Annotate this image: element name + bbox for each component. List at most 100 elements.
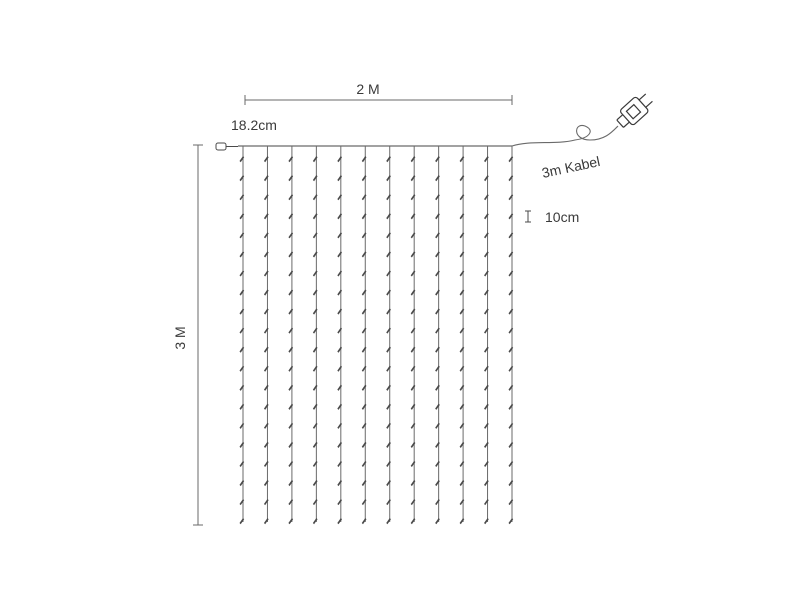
bulb (239, 384, 245, 391)
bulb (239, 308, 245, 315)
bulb (484, 270, 489, 277)
bulb (361, 327, 367, 334)
bulb (239, 251, 245, 258)
bulb (239, 498, 245, 506)
bulb (312, 270, 318, 277)
bulb (361, 175, 367, 182)
bulb (239, 232, 245, 239)
bulb (459, 498, 465, 506)
bulb (263, 422, 269, 429)
bulb (288, 422, 294, 429)
bulb (508, 441, 514, 448)
bulb (312, 403, 318, 410)
bulb (386, 346, 391, 353)
bulb (484, 289, 489, 296)
bulb (312, 384, 318, 391)
bulb (435, 479, 440, 487)
bulb (508, 479, 514, 487)
bulb (288, 441, 294, 448)
bulb (459, 518, 465, 525)
bulb (508, 251, 514, 258)
bulb (312, 479, 318, 487)
bulb (484, 384, 489, 391)
bulb (337, 175, 343, 182)
bulb (239, 403, 245, 410)
bulb (288, 270, 294, 277)
bulb (312, 518, 318, 525)
bulb (288, 327, 294, 334)
bulb (435, 346, 440, 353)
bulb (508, 518, 514, 525)
bulb (508, 498, 514, 506)
bulb (361, 479, 367, 487)
bulb (410, 346, 416, 353)
bulb (484, 518, 489, 525)
bulb (337, 460, 343, 468)
bulb (361, 194, 367, 201)
bulb (312, 441, 318, 448)
bulb (508, 346, 514, 353)
height-label: 3 M (172, 326, 188, 349)
bulb (410, 403, 416, 410)
bulb (263, 403, 269, 410)
bulb (337, 232, 343, 239)
bulb (263, 460, 269, 468)
bulb (508, 270, 514, 277)
bulb (508, 403, 514, 410)
bulb (459, 365, 465, 372)
bulb (410, 441, 416, 448)
bulb (435, 441, 440, 448)
bulb (386, 441, 391, 448)
bulb (337, 403, 343, 410)
bulb (386, 289, 391, 296)
bulb (361, 251, 367, 258)
bulb (508, 232, 514, 239)
bulb (337, 384, 343, 391)
bulb-spacing-marker (525, 210, 531, 223)
plug-icon (616, 93, 653, 128)
bulb (484, 403, 489, 410)
bulb (361, 518, 367, 525)
bulb (361, 422, 367, 429)
bulb (410, 365, 416, 372)
bulb (312, 213, 318, 220)
bulb (239, 270, 245, 277)
bulb (435, 365, 440, 372)
bulb (312, 327, 318, 334)
bulb (312, 289, 318, 296)
bulb (459, 479, 465, 487)
bulb (337, 498, 343, 506)
bulb (459, 251, 465, 258)
height-dimension (193, 144, 203, 526)
bulb (239, 441, 245, 448)
bulb (288, 232, 294, 239)
bulb (263, 518, 269, 525)
bulb (484, 346, 489, 353)
bulb (459, 270, 465, 277)
bulb (337, 194, 343, 201)
bulb (508, 308, 514, 315)
bulb (410, 479, 416, 487)
bulb (508, 460, 514, 468)
bulb (263, 156, 269, 163)
bulb (435, 327, 440, 334)
bulb (410, 194, 416, 201)
bulb (239, 213, 245, 220)
bulb (435, 251, 440, 258)
bulb (484, 498, 489, 506)
bulb (508, 213, 514, 220)
bulb (435, 232, 440, 239)
bulb (263, 498, 269, 506)
bulb (459, 213, 465, 220)
bulb (337, 289, 343, 296)
bulb (435, 498, 440, 506)
bulb (508, 289, 514, 296)
bulb (459, 156, 465, 163)
strand-spacing-label: 18.2cm (231, 117, 277, 133)
bulb (337, 251, 343, 258)
bulb (459, 384, 465, 391)
bulb (386, 422, 391, 429)
bulb (239, 175, 245, 182)
bulb (361, 460, 367, 468)
bulb (239, 365, 245, 372)
